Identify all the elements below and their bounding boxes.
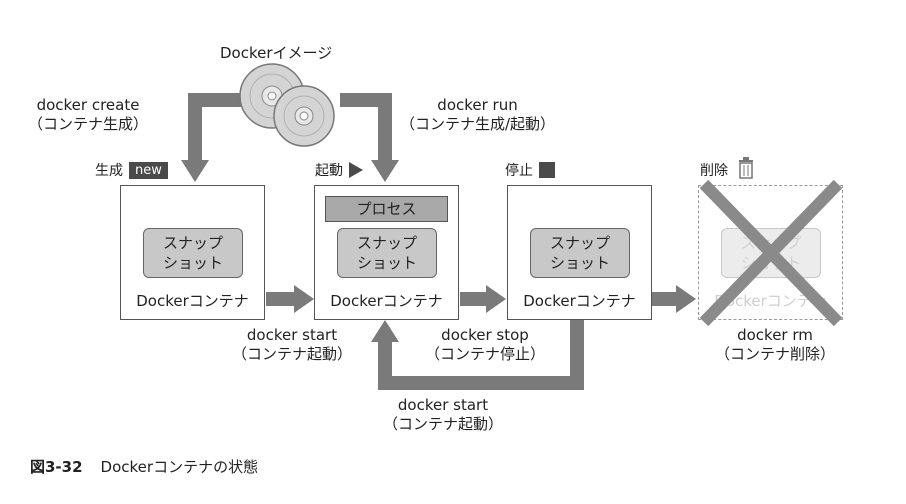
run-arrow — [340, 93, 392, 165]
create-arrow — [188, 93, 245, 165]
start-arrowhead — [294, 285, 314, 313]
state-deleted-label: 削除 — [700, 163, 728, 179]
snapshot-line2: ショット — [549, 254, 610, 272]
container-stopped: スナップ ショット Dockerコンテナ — [507, 185, 652, 320]
start-description: （コンテナ起動） — [232, 345, 353, 363]
container-running: プロセス スナップ ショット Dockerコンテナ — [314, 185, 459, 320]
snapshot-line1: スナップ — [549, 234, 610, 252]
restart-description: （コンテナ起動） — [383, 415, 504, 433]
start-command: docker start — [246, 326, 338, 344]
stop-command-label: docker stop （コンテナ停止） — [425, 326, 545, 364]
container-title: Dockerコンテナ — [136, 292, 249, 310]
snapshot-line2: ショット — [356, 254, 417, 272]
container-created: スナップ ショット Dockerコンテナ — [120, 185, 265, 320]
restart-arrowhead — [371, 320, 399, 342]
rm-arrow-shaft — [652, 292, 678, 306]
stop-command: docker stop — [441, 326, 529, 344]
restart-arrow — [378, 320, 584, 390]
figure-caption: 図3-32 Dockerコンテナの状態 — [30, 456, 258, 477]
snapshot-line1: スナップ — [162, 234, 223, 252]
rm-command: docker rm — [737, 326, 813, 344]
container-title: Dockerコンテナ — [523, 292, 636, 310]
docker-image-label: Dockerイメージ — [220, 44, 333, 62]
figure-number: 図3-32 — [30, 458, 83, 476]
state-deleted: 削除 — [700, 160, 728, 180]
run-command-label: docker run （コンテナ生成/起動） — [400, 96, 555, 134]
play-icon — [349, 162, 363, 178]
restart-command-label: docker start （コンテナ起動） — [383, 396, 503, 434]
create-command-label: docker create （コンテナ生成） — [28, 96, 148, 134]
container-title: Dockerコンテナ — [330, 292, 443, 310]
snapshot-line1: スナップ — [356, 234, 417, 252]
run-arrowhead — [371, 160, 399, 182]
disc-icon-2 — [273, 85, 335, 147]
rm-description: （コンテナ削除） — [715, 345, 836, 363]
snapshot: スナップ ショット — [337, 228, 437, 278]
snapshot: スナップ ショット — [530, 228, 630, 278]
snapshot: スナップ ショット — [143, 228, 243, 278]
state-stopped: 停止 — [505, 160, 555, 180]
start-command-label: docker start （コンテナ起動） — [232, 326, 352, 364]
stop-icon — [539, 162, 555, 178]
create-description: （コンテナ生成） — [28, 115, 149, 133]
rm-command-label: docker rm （コンテナ削除） — [715, 326, 835, 364]
state-stopped-label: 停止 — [505, 163, 533, 179]
run-description: （コンテナ生成/起動） — [400, 115, 556, 133]
trash-icon — [739, 157, 753, 179]
snapshot-line2: ショット — [162, 254, 223, 272]
restart-command: docker start — [397, 396, 489, 414]
create-command: docker create — [36, 96, 140, 114]
state-running: 起動 — [315, 160, 363, 180]
start-arrow-shaft — [266, 292, 296, 306]
process: プロセス — [325, 196, 448, 222]
state-created: 生成 new — [95, 160, 168, 180]
stop-description: （コンテナ停止） — [425, 345, 546, 363]
state-running-label: 起動 — [315, 163, 343, 179]
new-badge: new — [129, 161, 168, 179]
stop-arrowhead — [486, 285, 506, 313]
container-title: Dockerコンテナ — [714, 292, 827, 310]
create-arrowhead — [181, 160, 209, 182]
state-created-label: 生成 — [95, 163, 123, 179]
figure-title: Dockerコンテナの状態 — [100, 458, 259, 476]
rm-arrowhead — [676, 285, 696, 313]
run-command: docker run — [437, 96, 518, 114]
stop-arrow-shaft — [460, 292, 488, 306]
delete-cross-icon — [699, 179, 843, 327]
